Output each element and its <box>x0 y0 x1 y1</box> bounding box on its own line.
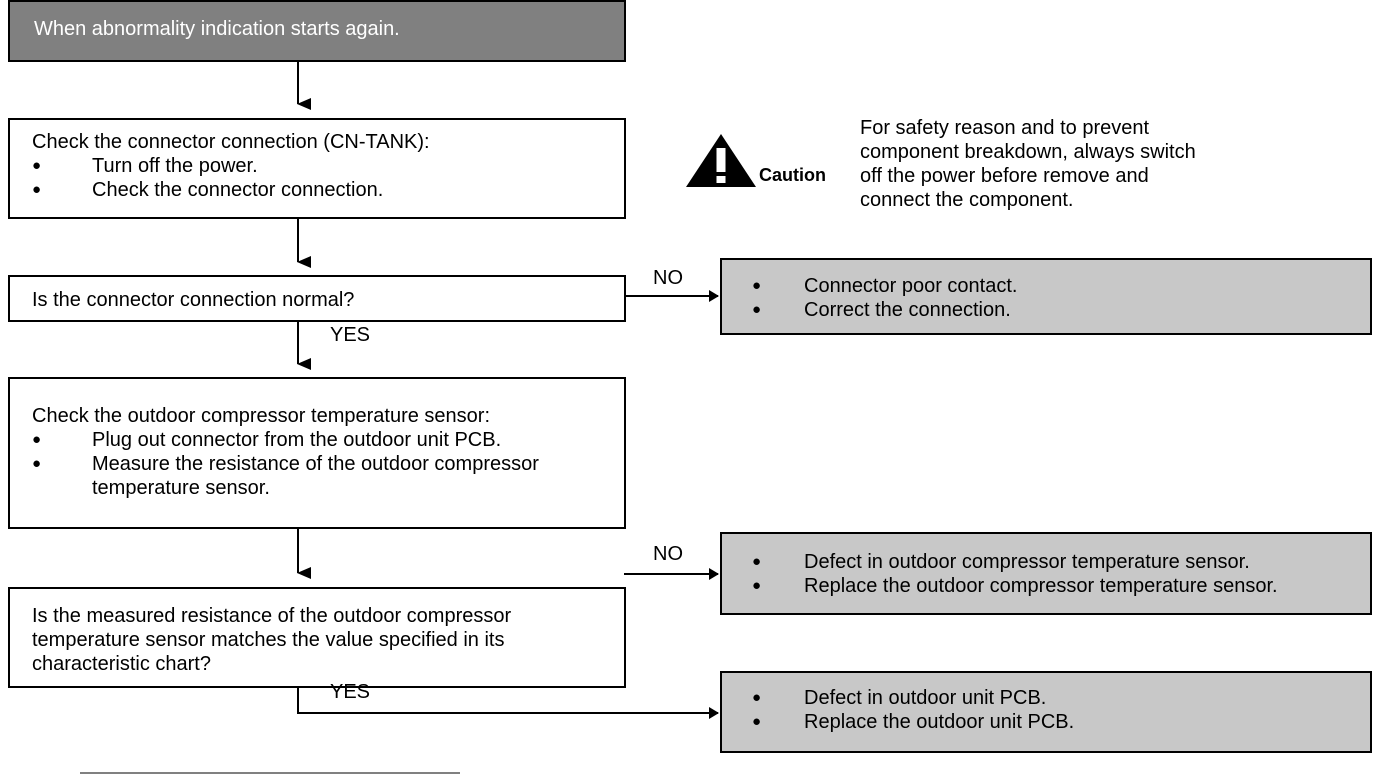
check-sensor-bullet: Plug out connector from the outdoor unit… <box>32 428 602 452</box>
start-box: When abnormality indication starts again… <box>8 0 626 62</box>
decision-connector-box: Is the connector connection normal? <box>8 275 626 322</box>
warning-icon <box>686 134 756 187</box>
caution-note-line: For safety reason and to prevent <box>860 117 1150 139</box>
result-pcb-box: Defect in outdoor unit PCB. Replace the … <box>720 671 1372 753</box>
check-sensor-box: Check the outdoor compressor temperature… <box>8 377 626 529</box>
yes-label: YES <box>330 681 371 703</box>
caution-label: Caution <box>759 165 826 185</box>
check-connector-bullet: Check the connector connection. <box>32 178 602 202</box>
arrow-decision2-yes <box>297 686 719 719</box>
check-sensor-bullet: Measure the resistance of the outdoor co… <box>32 452 602 500</box>
result-connector-box: Connector poor contact. Correct the conn… <box>720 258 1372 335</box>
decision-connector-text: Is the connector connection normal? <box>32 289 355 311</box>
check-sensor-title: Check the outdoor compressor temperature… <box>32 405 490 427</box>
caution-note-line: off the power before remove and <box>860 165 1149 187</box>
start-box-text: When abnormality indication starts again… <box>34 18 400 40</box>
caution-note: For safety reason and to prevent compone… <box>860 116 1240 212</box>
caution-note-line: connect the component. <box>860 189 1074 211</box>
no-label: NO <box>653 543 683 565</box>
result-sensor-bullet: Defect in outdoor compressor temperature… <box>744 550 1348 574</box>
result-sensor-bullet: Replace the outdoor compressor temperatu… <box>744 574 1348 598</box>
decision-resistance-line: temperature sensor matches the value spe… <box>32 629 505 651</box>
result-sensor-box: Defect in outdoor compressor temperature… <box>720 532 1372 615</box>
caution-note-line: component breakdown, always switch <box>860 141 1196 163</box>
caution-group: Caution <box>686 134 856 188</box>
result-connector-bullet: Correct the connection. <box>744 298 1348 322</box>
decision-resistance-line: characteristic chart? <box>32 653 211 675</box>
decision-resistance-box: Is the measured resistance of the outdoo… <box>8 587 626 688</box>
result-connector-bullet: Connector poor contact. <box>744 274 1348 298</box>
result-pcb-bullet: Defect in outdoor unit PCB. <box>744 686 1348 710</box>
decision-resistance-line: Is the measured resistance of the outdoo… <box>32 605 512 627</box>
no-label: NO <box>653 267 683 289</box>
check-connector-box: Check the connector connection (CN-TANK)… <box>8 118 626 219</box>
check-connector-title: Check the connector connection (CN-TANK)… <box>32 131 430 153</box>
check-connector-bullet: Turn off the power. <box>32 154 602 178</box>
yes-label: YES <box>330 324 371 346</box>
result-pcb-bullet: Replace the outdoor unit PCB. <box>744 710 1348 734</box>
